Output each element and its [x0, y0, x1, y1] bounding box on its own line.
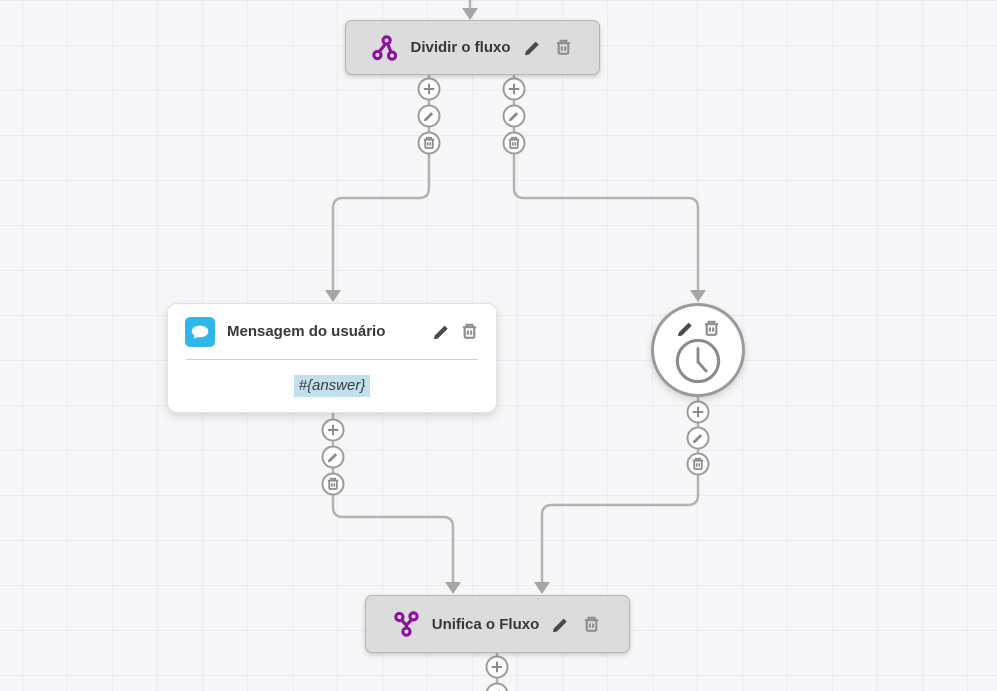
edit-node-icon[interactable] — [676, 319, 695, 338]
connector-split-to-wait — [512, 75, 700, 290]
edit-connection-button[interactable] — [485, 682, 509, 691]
arrowhead-into-user-message — [325, 290, 341, 302]
edit-node-icon[interactable] — [523, 38, 542, 57]
node-split-flow[interactable]: Dividir o fluxo — [345, 20, 600, 75]
delete-connection-button[interactable] — [686, 452, 710, 476]
node-header: Mensagem do usuário — [168, 304, 496, 359]
node-body: #{answer} — [168, 360, 496, 412]
add-connection-button[interactable] — [485, 655, 509, 679]
arrowhead-into-wait — [690, 290, 706, 302]
node-title: Mensagem do usuário — [227, 323, 386, 340]
add-connection-button[interactable] — [321, 418, 345, 442]
node-merge-flow[interactable]: Unifica o Fluxo — [365, 595, 630, 653]
node-title: Dividir o fluxo — [410, 39, 511, 56]
connector-split-to-user-message — [331, 75, 431, 290]
edit-node-icon[interactable] — [432, 322, 451, 341]
merge-flow-icon — [394, 611, 419, 637]
delete-node-icon[interactable] — [554, 38, 573, 57]
arrowhead-into-merge-right — [534, 582, 550, 594]
node-title: Unifica o Fluxo — [431, 615, 540, 633]
node-wait[interactable] — [651, 303, 745, 397]
connector-wait-to-merge — [540, 397, 700, 582]
edit-connection-button[interactable] — [502, 104, 526, 128]
add-connection-button[interactable] — [417, 77, 441, 101]
edit-node-icon[interactable] — [551, 615, 570, 634]
delete-node-icon[interactable] — [460, 322, 479, 341]
node-divider — [186, 359, 478, 360]
delete-connection-button[interactable] — [321, 472, 345, 496]
variable-value[interactable]: #{answer} — [293, 375, 371, 397]
chat-bubble-icon — [185, 316, 215, 347]
connector-user-message-to-merge — [331, 413, 455, 582]
add-connection-button[interactable] — [686, 400, 710, 424]
delete-node-icon[interactable] — [582, 615, 601, 634]
edit-connection-button[interactable] — [686, 426, 710, 450]
node-user-message[interactable]: Mensagem do usuário #{answer} — [167, 303, 497, 413]
edit-connection-button[interactable] — [417, 104, 441, 128]
arrowhead-into-split — [462, 8, 478, 20]
delete-node-icon[interactable] — [702, 319, 721, 338]
delete-connection-button[interactable] — [502, 131, 526, 155]
split-flow-icon — [372, 34, 398, 61]
node-actions — [676, 319, 721, 338]
add-connection-button[interactable] — [502, 77, 526, 101]
edit-connection-button[interactable] — [321, 445, 345, 469]
delete-connection-button[interactable] — [417, 131, 441, 155]
arrowhead-into-merge-left — [445, 582, 461, 594]
clock-icon — [675, 338, 721, 384]
